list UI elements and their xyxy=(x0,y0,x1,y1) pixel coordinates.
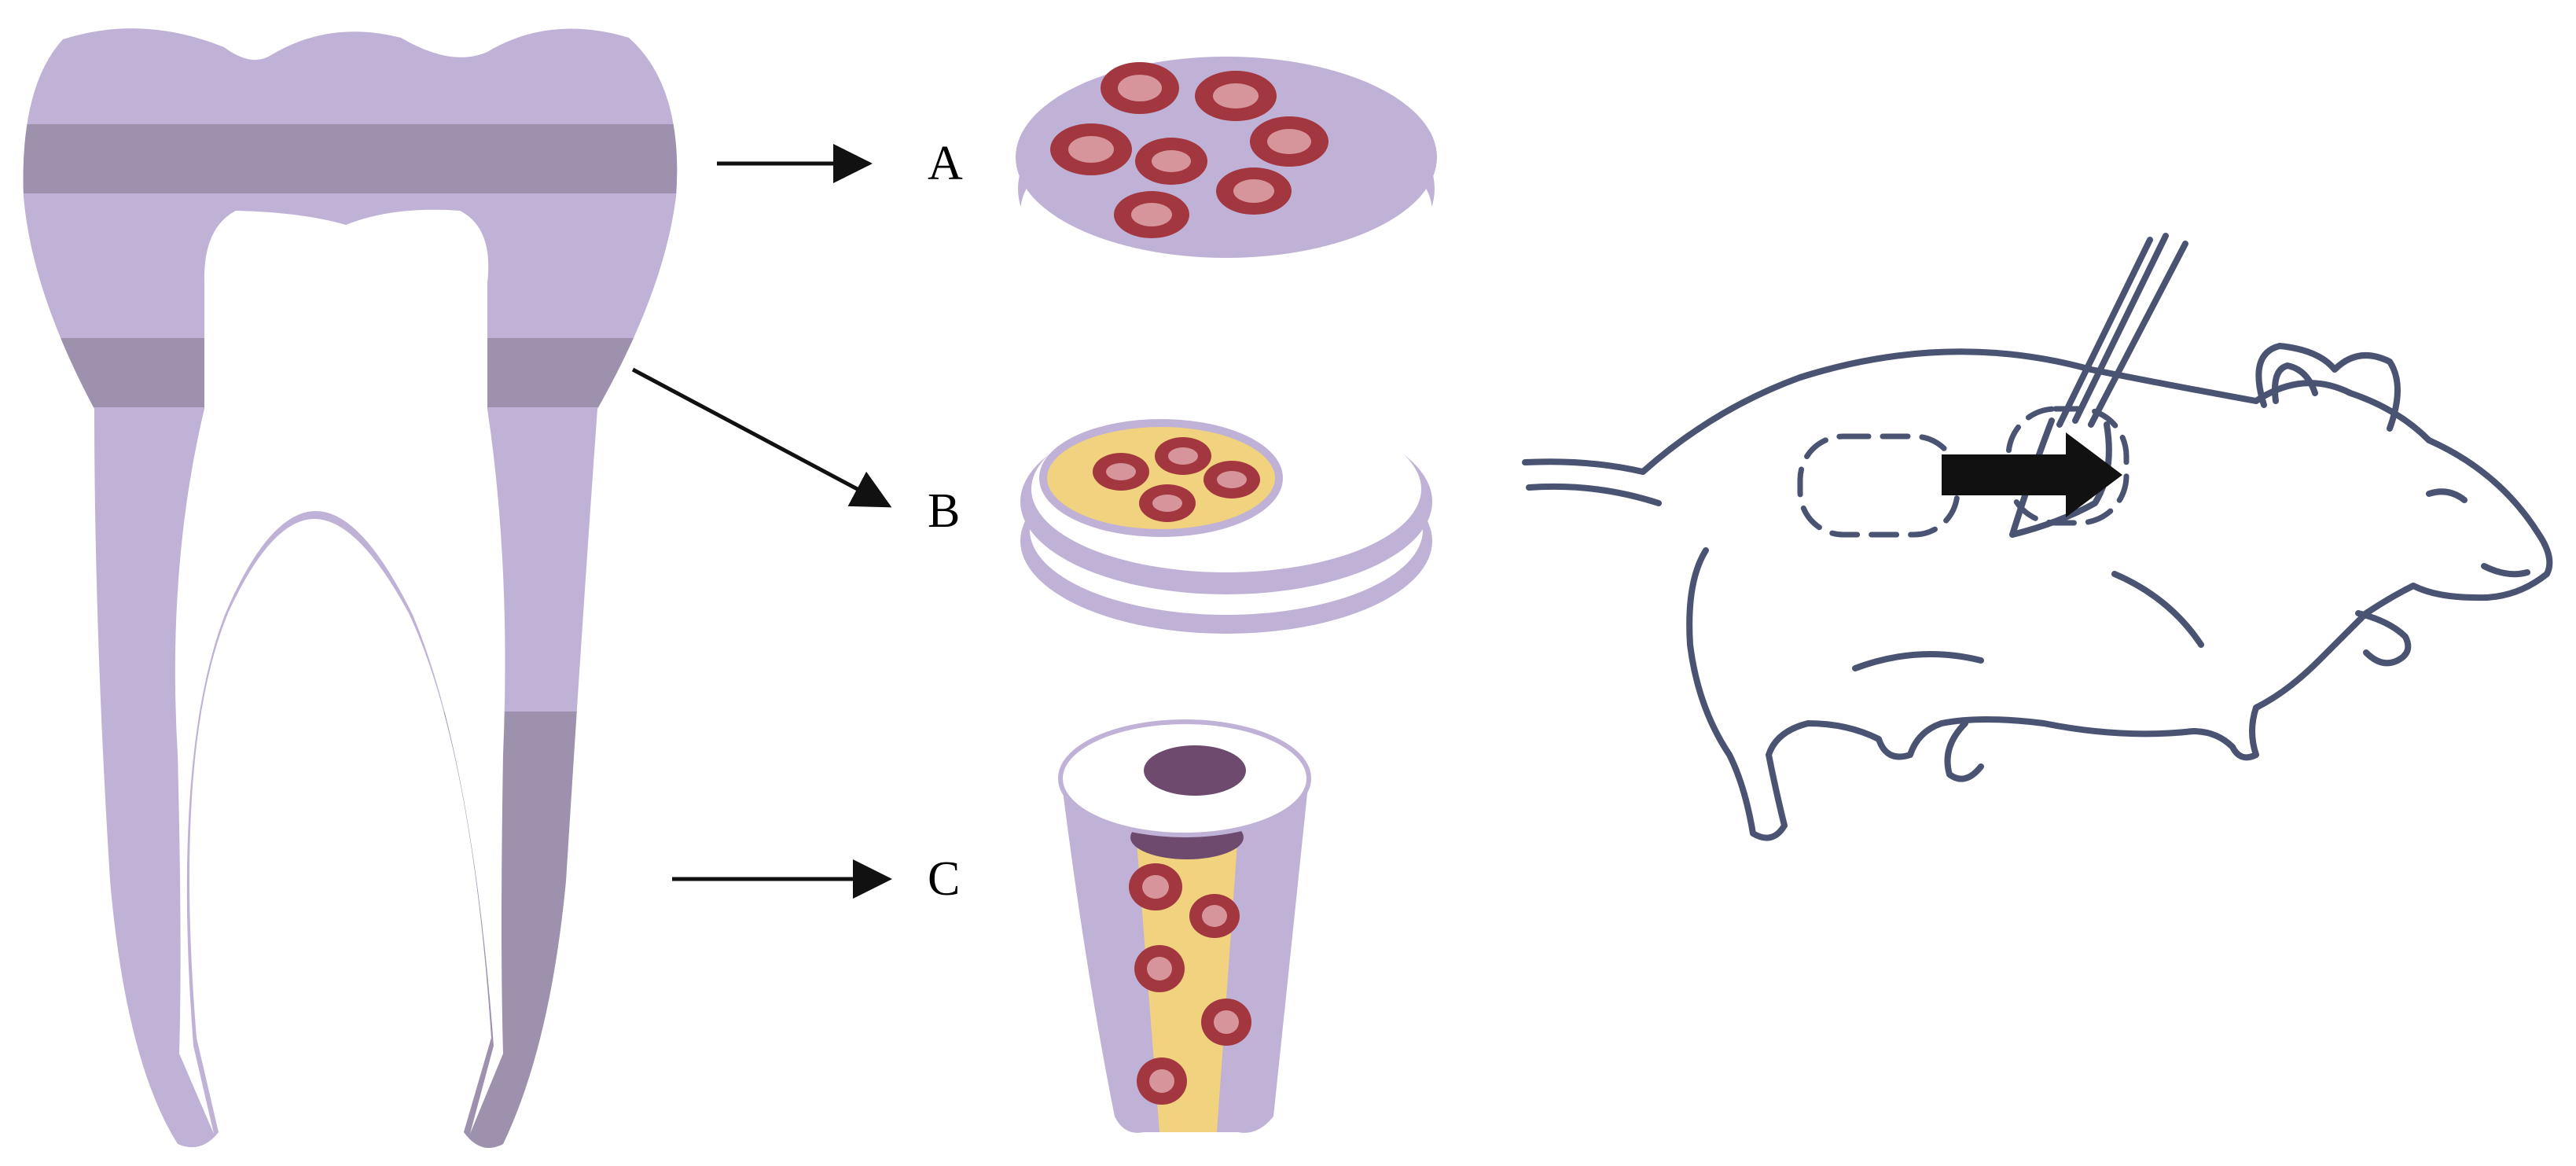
forceps-arm-2 xyxy=(2088,241,2188,428)
disc-b-scaffold xyxy=(1039,419,1283,537)
cell-seeded-disc-icon xyxy=(1016,57,1437,311)
label-a: A xyxy=(928,137,963,190)
mouse-body-outline xyxy=(1640,348,2553,841)
tooth-body xyxy=(23,28,678,1149)
mouse-eye xyxy=(2426,488,2468,503)
disc-a-cells xyxy=(1050,62,1328,238)
root-cells xyxy=(1129,863,1251,1105)
implant-site-left xyxy=(1797,433,1960,538)
tooth-cross-section-icon xyxy=(23,28,678,1149)
forceps-arm-1 xyxy=(2056,237,2153,428)
mouse-front-leg xyxy=(2355,610,2412,667)
crown-band xyxy=(23,124,678,193)
mouse-ear-inner xyxy=(2272,362,2318,404)
implant-arrow-icon xyxy=(1942,432,2122,517)
root-segment-scaffold-icon xyxy=(1058,719,1311,1133)
mouse-hind-leg xyxy=(1944,720,1984,782)
label-b: B xyxy=(928,484,960,538)
forceps-arm-3 xyxy=(2072,233,2169,424)
mouse-ear xyxy=(2255,343,2401,432)
label-c: C xyxy=(928,852,960,906)
mouse-tail xyxy=(1522,458,1662,506)
arrow-to-b xyxy=(631,367,892,508)
mouse-mouth xyxy=(2481,563,2530,578)
root-top-canal xyxy=(1144,745,1246,796)
pulp-chamber xyxy=(175,209,505,1134)
disc-b-cells xyxy=(1093,437,1260,522)
mouse-belly-line xyxy=(1852,571,2204,671)
dentin-disc-scaffold-icon xyxy=(1020,406,1432,634)
mouse-implantation-icon xyxy=(1522,343,2553,841)
